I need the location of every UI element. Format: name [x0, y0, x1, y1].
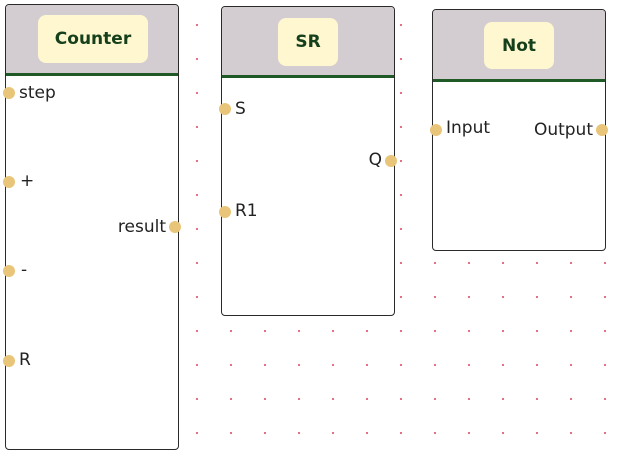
not-output-label-output: Output — [533, 120, 593, 140]
sr-input-label-r1: R1 — [235, 201, 258, 221]
not-block-title: Not — [484, 22, 554, 69]
not-block-header[interactable]: Not — [433, 10, 605, 82]
counter-block-header[interactable]: Counter — [6, 5, 178, 76]
sr-input-label-s: S — [235, 99, 246, 119]
counter-input-label-minus: - — [21, 260, 28, 280]
counter-input-label-r: R — [19, 350, 31, 370]
counter-input-label-plus: + — [20, 171, 35, 191]
not-output-port-output[interactable] — [596, 124, 608, 136]
sr-input-port-r1[interactable] — [219, 206, 231, 218]
sr-block[interactable]: SR S R1 Q — [219, 6, 397, 316]
not-block[interactable]: Not Input Output — [430, 9, 608, 251]
counter-input-port-plus[interactable] — [3, 176, 15, 188]
sr-block-title: SR — [278, 18, 338, 66]
counter-input-port-step[interactable] — [3, 87, 15, 99]
not-input-port-input[interactable] — [430, 124, 442, 136]
counter-output-label-result: result — [117, 217, 166, 237]
counter-block-title: Counter — [38, 15, 148, 63]
sr-output-port-q[interactable] — [385, 155, 397, 167]
counter-block[interactable]: Counter step + - R result — [3, 4, 181, 450]
counter-input-port-r[interactable] — [3, 355, 15, 367]
counter-output-port-result[interactable] — [169, 221, 181, 233]
sr-output-label-q: Q — [368, 150, 382, 170]
counter-input-port-minus[interactable] — [3, 265, 15, 277]
counter-input-label-step: step — [19, 83, 56, 103]
not-input-label-input: Input — [446, 118, 491, 138]
sr-block-header[interactable]: SR — [222, 7, 394, 78]
sr-input-port-s[interactable] — [219, 103, 231, 115]
